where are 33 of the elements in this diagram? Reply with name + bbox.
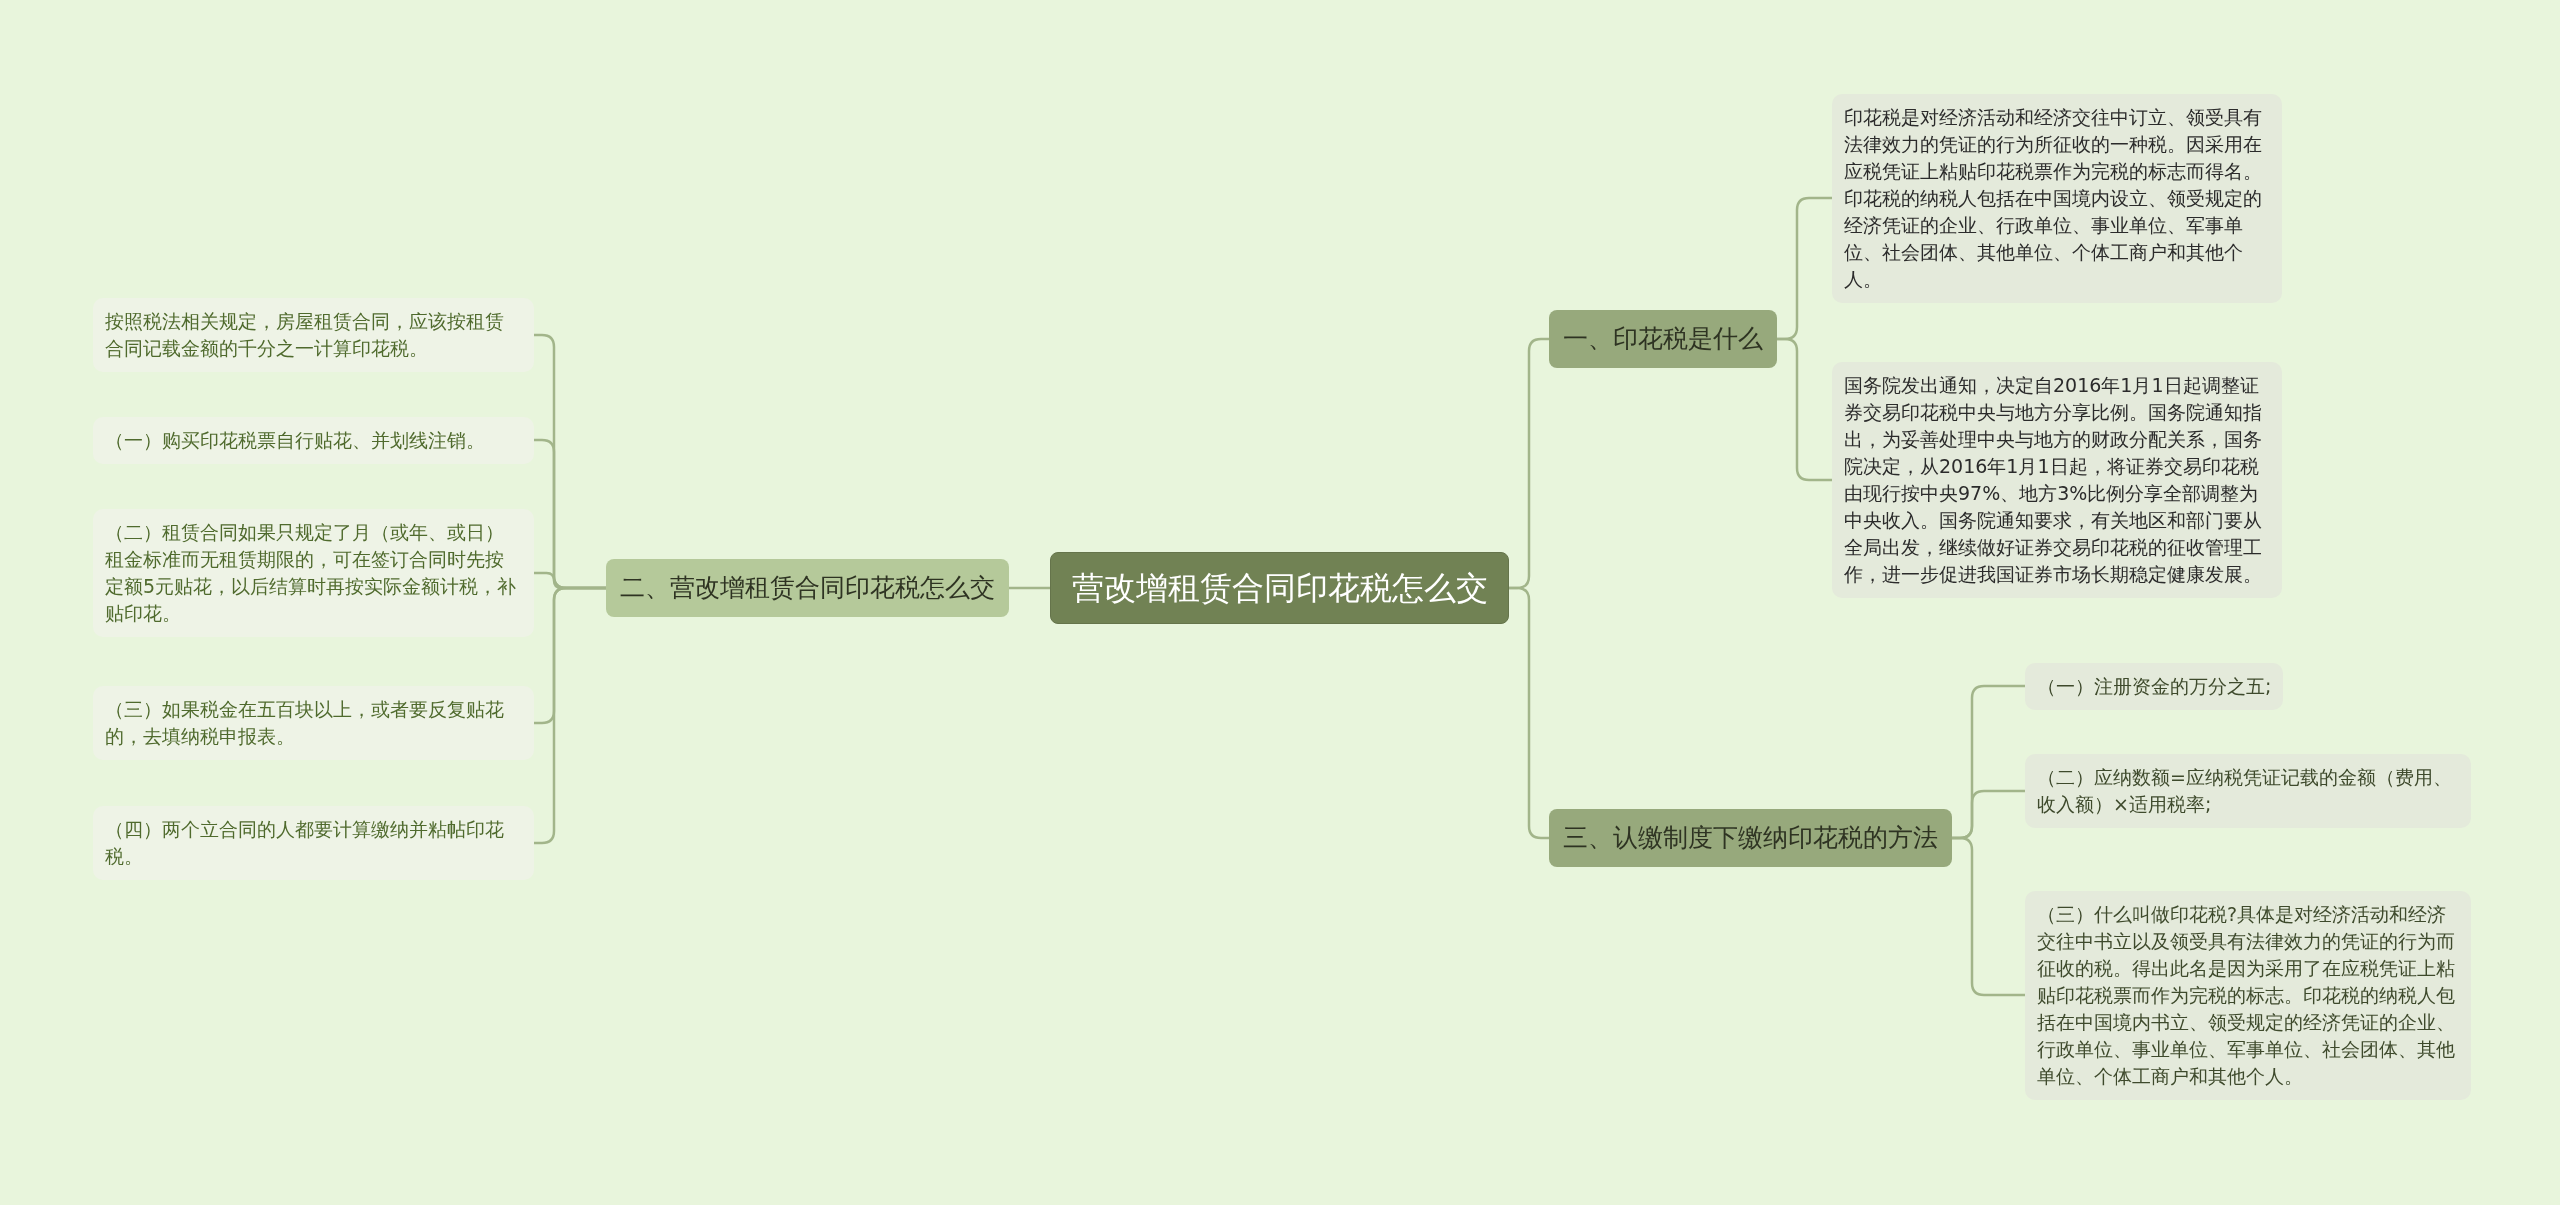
topic-text: 国务院发出通知，决定自2016年1月1日起调整证券交易印花税中央与地方分享比例。国务院通知指出，为妥善处理中央与地方的财政分配关系，国务院决定，从2016年1月1日起，将证券交易印花税由现行按中央97%、地方3%比例分享全部调整为中央收入。国务院通知要求，有关地区和部门要从全局出发，继续做好证券交易印花税的征收管理工作，进一步促进我国证券市场长期稳定健康发展。	[1844, 373, 2263, 587]
leaf-note-box	[93, 686, 534, 760]
connector-line	[534, 586, 606, 845]
root-topic-box	[1050, 552, 1509, 624]
leaf-note-box	[2025, 754, 2471, 828]
topic-text: 一、印花税是什么	[1563, 323, 1763, 355]
leaf-note-box	[93, 416, 534, 464]
connector-line	[1509, 586, 1549, 840]
connector-line	[1777, 337, 1832, 482]
leaf-note-box	[93, 806, 534, 880]
connector-line	[1009, 586, 1050, 590]
topic-text: （一）注册资金的万分之五;	[2037, 673, 2272, 699]
leaf-note-box	[93, 298, 534, 372]
topic-text: （一）购买印花税票自行贴花、并划线注销。	[105, 427, 486, 453]
branch-topic-box	[1549, 310, 1777, 368]
leaf-note-box	[2025, 662, 2284, 710]
topic-text: 三、认缴制度下缴纳印花税的方法	[1563, 822, 1938, 854]
connector-line	[1952, 836, 2025, 997]
topic-text: 营改增租赁合同印花税怎么交	[1071, 568, 1488, 609]
topic-text: 按照税法相关规定，房屋租赁合同，应该按租赁合同记载金额的千分之一计算印花税。	[105, 309, 505, 361]
leaf-note-box	[2025, 890, 2471, 1100]
topic-text: （三）如果税金在五百块以上，或者要反复贴花的，去填纳税申报表。	[105, 697, 505, 749]
topic-text: （四）两个立合同的人都要计算缴纳并粘帖印花税。	[105, 817, 505, 869]
topic-text: 印花税是对经济活动和经济交往中订立、领受具有法律效力的凭证的行为所征收的一种税。因采用在应税凭证上粘贴印花税票作为完税的标志而得名。印花税的纳税人包括在中国境内设立、领受规定的经济凭证的企业、行政单位、事业单位、军事单位、社会团体、其他单位、个体工商户和其他个人。	[1844, 104, 2263, 292]
topic-text: （二）应纳数额=应纳税凭证记载的金额（费用、收入额）×适用税率;	[2037, 765, 2453, 817]
branch-topic-box	[1549, 809, 1952, 867]
leaf-note-box	[1832, 93, 2282, 303]
leaf-note-box	[1832, 362, 2282, 598]
topic-text: （三）什么叫做印花税?具体是对经济活动和经济交往中书立以及领受具有法律效力的凭证的行为而征收的税。得出此名是因为采用了在应税凭证上粘贴印花税票而作为完税的标志。印花税的纳税人包括在中国境内书立、领受规定的经济凭证的企业、行政单位、事业单位、军事单位、社会团体、其他单位、个体工商户和其他个人。	[2037, 901, 2456, 1089]
leaf-note-box	[93, 509, 534, 637]
topic-text: 二、营改增租赁合同印花税怎么交	[620, 572, 995, 604]
branch-topic-box	[606, 559, 1009, 617]
topic-text: （二）租赁合同如果只规定了月（或年、或日）租金标准而无租赁期限的，可在签订合同时先按定额5元贴花，以后结算时再按实际金额计税，补贴印花。	[105, 520, 518, 626]
